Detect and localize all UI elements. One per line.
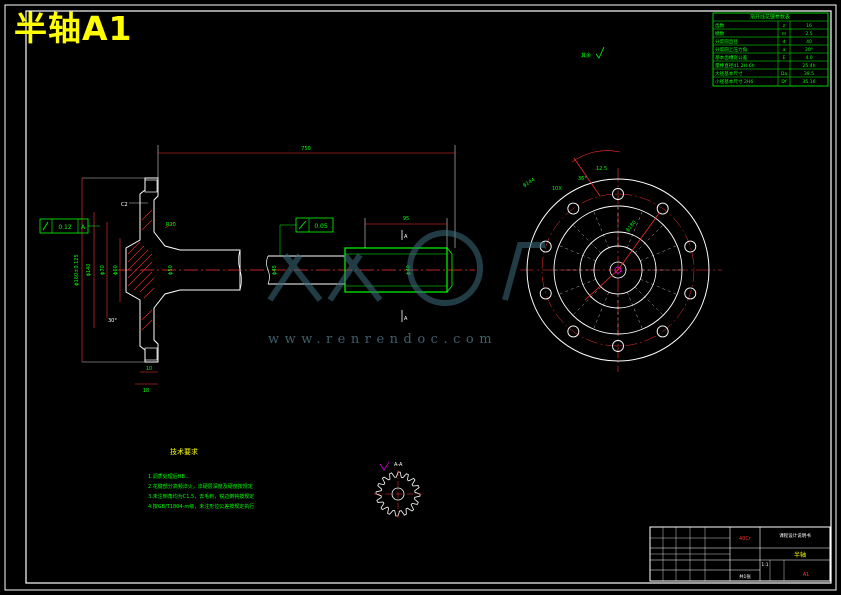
title-sheet: 共1张: [739, 573, 751, 580]
title-scale: 1:1: [761, 562, 768, 568]
tolerance-frame-right: 0.05: [279, 217, 334, 256]
bolt-hole: [656, 325, 669, 338]
svg-text:ϕ140: ϕ140: [86, 264, 92, 277]
table-cell-symbol: E: [783, 55, 786, 61]
svg-text:ϕ144: ϕ144: [522, 177, 536, 189]
svg-text:技术要求: 技术要求: [170, 447, 198, 456]
svg-text:ϕ45: ϕ45: [272, 265, 278, 275]
bolt-hole: [612, 188, 624, 200]
bolt-hole: [684, 287, 697, 300]
svg-text:C2: C2: [121, 202, 128, 208]
watermark-text: www.renrendoc.com: [268, 332, 498, 347]
title-school: 课程设计说明书: [779, 532, 811, 539]
watermark-logo: [267, 230, 545, 306]
title-block: 40Cr 课程设计说明书 半轴 1:1 共1张 A1: [649, 526, 831, 582]
svg-text:ϕ60: ϕ60: [113, 265, 119, 275]
table-cell-symbol: α: [782, 48, 785, 53]
table-cell-value: 4.0: [805, 55, 812, 61]
table-cell-value: 39.5: [804, 71, 814, 77]
radial-line: [593, 210, 609, 248]
svg-text:其余: 其余: [581, 52, 591, 59]
table-cell-symbol: z: [783, 24, 786, 29]
radial-line: [558, 245, 596, 261]
bolt-hole: [539, 287, 552, 300]
bolt-hole: [567, 325, 580, 338]
table-cell-symbol: Df: [781, 79, 787, 85]
radial-line: [572, 224, 602, 254]
svg-text:1.调质处理后HB...: 1.调质处理后HB...: [148, 473, 190, 480]
svg-text:3.未注倒角均为C1.5，去毛刺，锐边倒钝按规定: 3.未注倒角均为C1.5，去毛刺，锐边倒钝按规定: [148, 493, 254, 500]
flange-outline: [125, 177, 241, 363]
radial-line: [627, 292, 643, 330]
table-cell-symbol: d: [783, 39, 786, 45]
title-part-name: 半轴: [794, 551, 806, 559]
svg-text:4.按GB/T1804-m级，未注形位公差按规定执行: 4.按GB/T1804-m级，未注形位公差按规定执行: [148, 503, 254, 510]
svg-text:10X: 10X: [552, 186, 562, 192]
sheet-title: 半轴A1: [14, 9, 133, 48]
svg-text:12.5: 12.5: [596, 166, 607, 172]
table-cell-value: 16: [806, 23, 812, 29]
inner-frame: [25, 10, 832, 584]
table-cell-value: 25.4h: [802, 63, 815, 69]
svg-text:A: A: [81, 224, 86, 231]
table-cell-name: 分度圆上压力角: [715, 46, 748, 53]
svg-text:A: A: [404, 316, 408, 322]
svg-text:R10: R10: [166, 222, 176, 228]
technical-requirements: 技术要求 1.调质处理后HB... 2.花键部分高频淬火，淬硬层深度及硬度按规定…: [148, 447, 254, 510]
svg-text:0.12: 0.12: [58, 224, 72, 231]
tolerance-frame-left: 0.12 A: [39, 218, 100, 234]
radial-line: [572, 286, 602, 316]
svg-text:36°: 36°: [578, 176, 587, 182]
svg-text:18: 18: [143, 388, 149, 394]
bolt-hole: [656, 202, 669, 215]
svg-text:10: 10: [146, 366, 152, 372]
bolt-hole: [612, 340, 624, 352]
bolt-hole: [684, 240, 697, 253]
flange-end-view: 12.5 10X 36° ϕ144 ϕ180: [520, 150, 722, 372]
spline-section: [344, 247, 448, 293]
svg-text:ϕ180: ϕ180: [625, 220, 638, 234]
overall-length-dim: 750: [301, 146, 311, 152]
table-cell-value: 30°: [805, 47, 813, 53]
radial-line: [634, 286, 664, 316]
roughness-note: 其余: [581, 46, 605, 59]
spline-parameter-table: 渐开线花键参数表 齿数 z 16 模数 m 2.5 分度圆直径 d 40 分度圆上压力角 α 30° 基…: [712, 12, 829, 87]
table-cell-value: 2.5: [805, 31, 812, 37]
table-title: 渐开线花键参数表: [750, 14, 790, 21]
table-cell-name: 模数: [715, 30, 725, 37]
svg-text:30°: 30°: [108, 318, 117, 324]
svg-text:ϕ70: ϕ70: [100, 265, 106, 275]
table-cell-symbol: m: [782, 32, 787, 37]
table-cell-name: 基本齿槽宽公差: [715, 54, 748, 61]
spline-section-aa: A-A: [374, 461, 422, 518]
table-cell-name: 分度圆直径: [715, 38, 738, 45]
svg-text:0.05: 0.05: [314, 223, 328, 230]
svg-text:ϕ160±0.125: ϕ160±0.125: [74, 254, 80, 285]
outer-frame: [4, 4, 837, 591]
svg-text:ϕ50: ϕ50: [168, 265, 174, 275]
spline-length-dim: 95: [403, 216, 409, 222]
table-cell-name: 小径基本尺寸 2H6: [715, 78, 753, 85]
bolt-hole: [567, 202, 580, 215]
svg-text:A: A: [404, 234, 408, 240]
table-cell-name: 量棒直径d1 2H-6h: [715, 62, 755, 69]
radial-line: [634, 224, 664, 254]
table-cell-value: 40: [806, 39, 812, 45]
radial-line: [593, 292, 609, 330]
title-material: 40Cr: [739, 536, 752, 542]
table-cell-name: 齿数: [715, 22, 725, 29]
radial-line: [640, 279, 678, 295]
radial-line: [627, 210, 643, 248]
svg-text:2.花键部分高频淬火，淬硬层深度及硬度按规定: 2.花键部分高频淬火，淬硬层深度及硬度按规定: [148, 483, 253, 490]
table-cell-symbol: Da: [781, 71, 788, 77]
radial-line: [558, 279, 596, 295]
title-drawing-no: A1: [803, 572, 810, 578]
radial-line: [640, 245, 678, 261]
table-cell-value: 35.16: [802, 79, 815, 85]
table-cell-name: 大径基本尺寸: [715, 70, 743, 77]
svg-text:A-A: A-A: [394, 462, 403, 468]
